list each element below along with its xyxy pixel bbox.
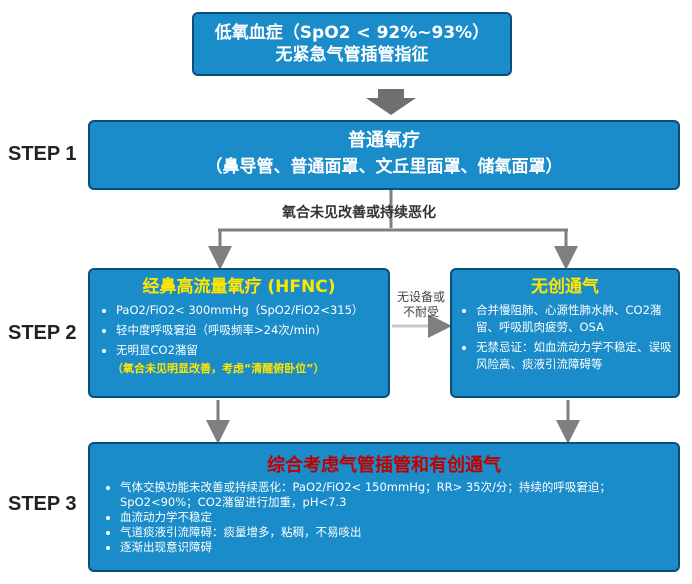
condition-label: 氧合未见改善或持续恶化 (282, 205, 436, 221)
no-device-note-line1: 无设备或 (396, 290, 445, 304)
niv-criterion: 合并慢阻肺、心源性肺水肿、CO2潴留、呼吸肌肉疲劳、OSA (476, 302, 672, 336)
intubation-criterion: 血流动力学不稳定 (120, 510, 664, 525)
intubation-criterion: 气体交换功能未改善或持续恶化：PaO2/FiO2< 150mmHg；RR> 35… (120, 480, 664, 510)
hfnc-box: 经鼻高流量氧疗 (HFNC) PaO2/FiO2< 300mmHg（SpO2/F… (88, 268, 390, 398)
intubation-criteria-list: 气体交换功能未改善或持续恶化：PaO2/FiO2< 150mmHg；RR> 35… (90, 480, 678, 555)
hypoxemia-box: 低氧血症（SpO2 < 92%~93%） 无紧急气管插管指征 (192, 12, 512, 76)
conventional-oxygen-subtitle: （鼻导管、普通面罩、文丘里面罩、储氧面罩） (205, 157, 563, 177)
intubation-box: 综合考虑气管插管和有创通气 气体交换功能未改善或持续恶化：PaO2/FiO2< … (88, 442, 680, 572)
hfnc-criteria-list: PaO2/FiO2< 300mmHg（SpO2/FiO2<315） 轻中度呼吸窘… (90, 302, 388, 359)
hfnc-criterion: 轻中度呼吸窘迫（呼吸频率>24次/min) (116, 322, 388, 339)
niv-criteria-list: 合并慢阻肺、心源性肺水肿、CO2潴留、呼吸肌肉疲劳、OSA 无禁忌证：如血流动力… (452, 302, 678, 373)
hfnc-criterion: 无明显CO2潴留 (116, 342, 388, 359)
intubation-criterion: 气道痰液引流障碍：痰量增多，粘稠，不易咳出 (120, 525, 664, 540)
hfnc-criterion: PaO2/FiO2< 300mmHg（SpO2/FiO2<315） (116, 302, 388, 319)
conventional-oxygen-title: 普通氧疗 (348, 130, 420, 151)
main-down-arrow (366, 89, 416, 115)
niv-box: 无创通气 合并慢阻肺、心源性肺水肿、CO2潴留、呼吸肌肉疲劳、OSA 无禁忌证：… (450, 268, 680, 398)
niv-title: 无创通气 (531, 277, 599, 297)
no-device-note-line2: 不耐受 (402, 305, 439, 319)
prone-position-note: （氧合未见明显改善，考虑“清醒俯卧位”） (112, 362, 325, 375)
niv-criterion: 无禁忌证：如血流动力学不稳定、误吸风险高、痰液引流障碍等 (476, 339, 672, 373)
step-2-label: STEP 2 (8, 322, 77, 344)
step-3-label: STEP 3 (8, 493, 77, 515)
intubation-criterion: 逐渐出现意识障碍 (120, 540, 664, 555)
hypoxemia-title: 低氧血症（SpO2 < 92%~93%） (214, 23, 490, 43)
no-device-note: 无设备或 不耐受 (392, 290, 450, 320)
conventional-oxygen-box: 普通氧疗 （鼻导管、普通面罩、文丘里面罩、储氧面罩） (88, 120, 680, 190)
intubation-title: 综合考虑气管插管和有创通气 (267, 455, 501, 476)
step-1-label: STEP 1 (8, 143, 77, 165)
hfnc-title: 经鼻高流量氧疗 (HFNC) (142, 277, 336, 297)
no-intubation-indication: 无紧急气管插管指征 (275, 45, 429, 65)
